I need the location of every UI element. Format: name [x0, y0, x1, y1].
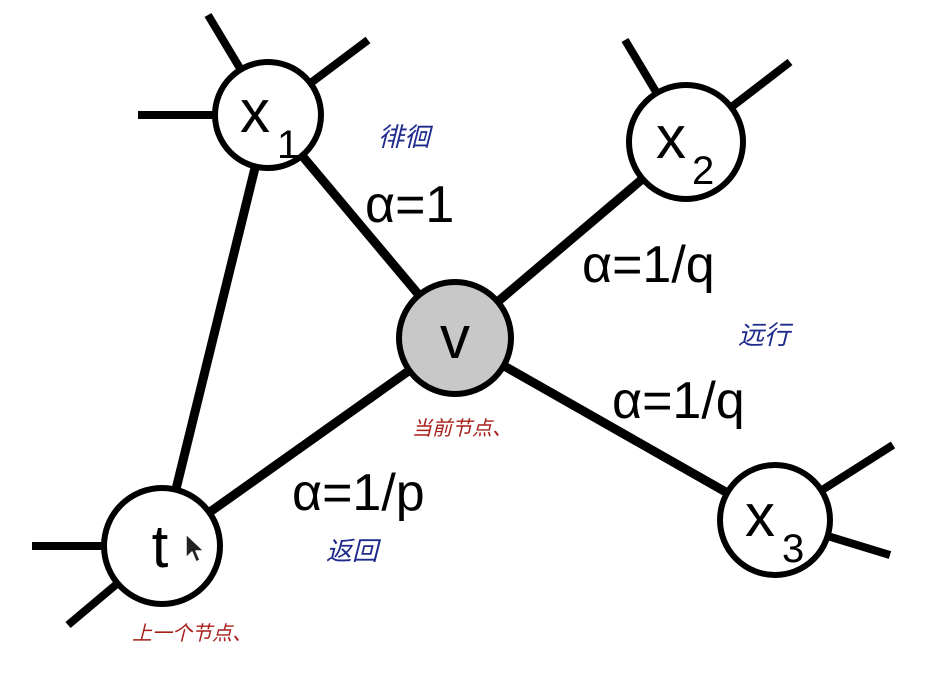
annotation-current-node: 当前节点、 — [412, 416, 512, 440]
annotation-back: 返回 — [326, 537, 382, 567]
edge-label-v-x1: α=1 — [365, 176, 454, 234]
node-v: v — [396, 279, 514, 397]
node-x3: x 3 — [717, 462, 833, 578]
node-x1-label: x — [240, 78, 270, 145]
edge-t-x1 — [157, 113, 273, 548]
node-x3-subscript: 3 — [782, 527, 804, 571]
node-x2-circle — [626, 82, 746, 202]
edge-v-x3 — [452, 334, 778, 524]
node-x2-label: x — [656, 104, 686, 171]
node-v-label: v — [440, 304, 470, 371]
node-x1: x 1 — [212, 59, 324, 171]
annotation-far: 远行 — [738, 321, 794, 351]
annotations: 徘徊 远行 返回 当前节点、 上一个节点、 — [132, 123, 794, 645]
node-x2-subscript: 2 — [692, 149, 714, 193]
node-x3-label: x — [745, 482, 775, 549]
node-x1-circle — [212, 59, 324, 171]
edge-labels: α=1 α=1/q α=1/q α=1/p — [292, 176, 745, 522]
edge-label-v-x3: α=1/q — [612, 372, 745, 430]
edge-label-v-t: α=1/p — [292, 464, 425, 522]
node-v-circle — [396, 279, 514, 397]
node-x2: x 2 — [626, 82, 746, 202]
annotation-previous-node: 上一个节点、 — [132, 621, 252, 645]
node-t: t — [101, 485, 223, 607]
node-x1-subscript: 1 — [277, 123, 299, 167]
node-t-label: t — [152, 513, 169, 580]
node-t-circle — [101, 485, 223, 607]
annotation-linger: 徘徊 — [378, 123, 434, 153]
node-x3-circle — [717, 462, 833, 578]
mouse-pointer-icon — [185, 533, 205, 563]
edge-label-v-x2: α=1/q — [582, 236, 715, 294]
